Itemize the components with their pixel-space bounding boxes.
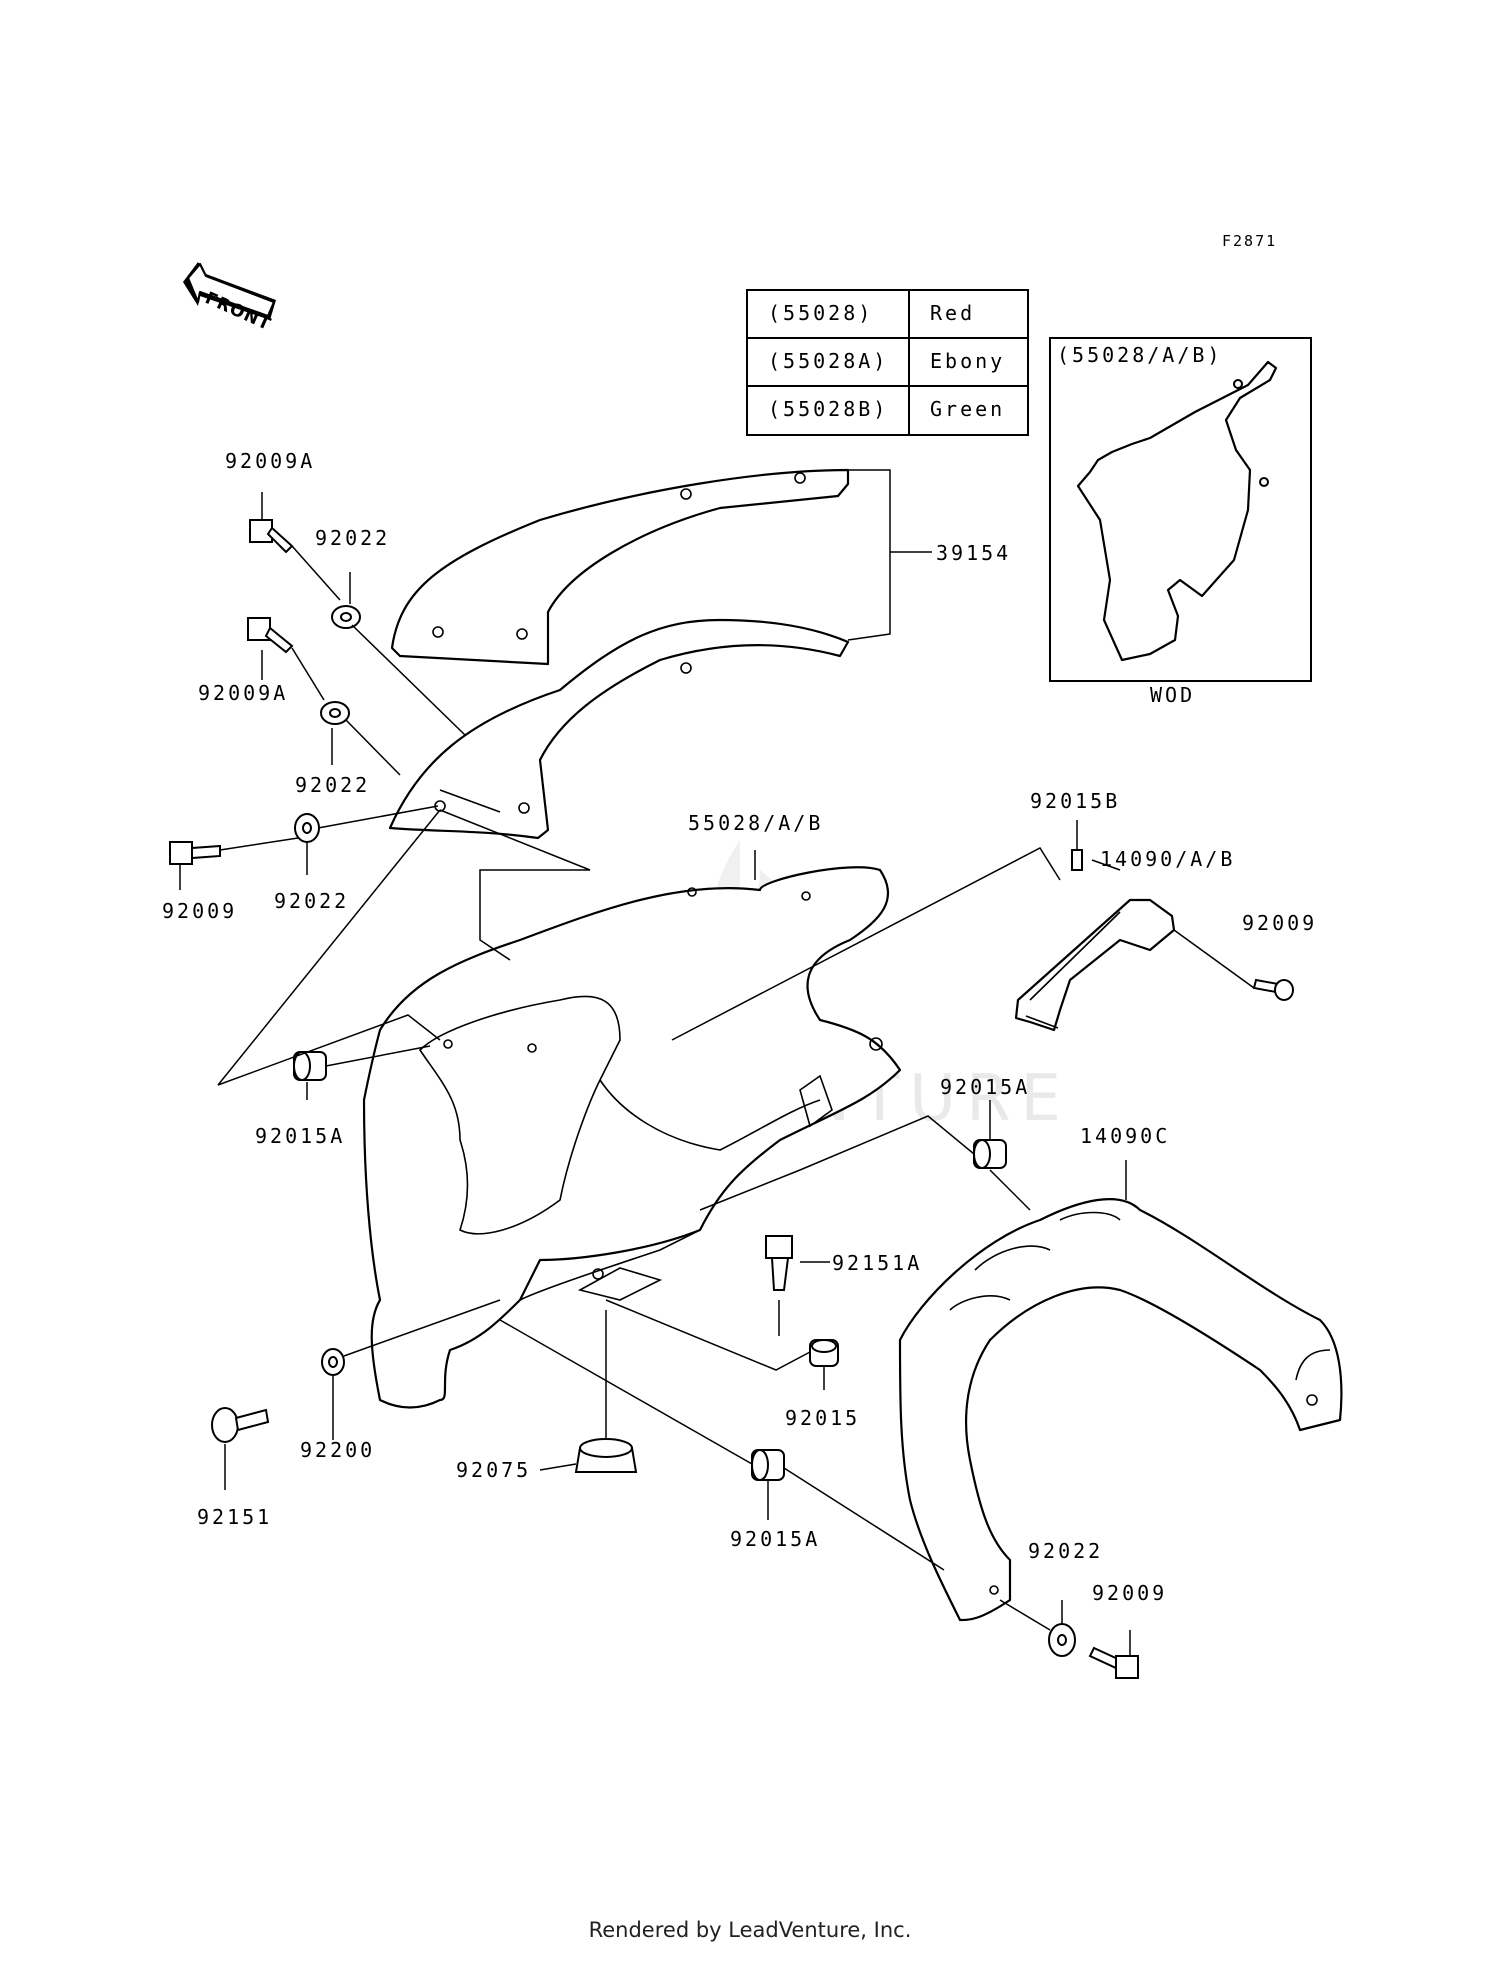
bolt-icon xyxy=(169,841,221,865)
callout-92022: 92022 xyxy=(274,889,349,913)
callout-92009: 92009 xyxy=(162,899,237,923)
bolt-icon xyxy=(1088,1646,1139,1679)
front-arrow-icon: FRONT xyxy=(183,262,276,335)
callout-92009A: 92009A xyxy=(198,681,288,705)
grab-handle-part xyxy=(898,1198,1343,1622)
washer-icon xyxy=(331,605,361,629)
color-table: (55028) Red (55028A) Ebony (55028B) Gree… xyxy=(746,289,1029,436)
bolt-icon xyxy=(211,1407,270,1443)
bolt-icon xyxy=(247,617,294,654)
washer-icon xyxy=(294,813,320,843)
callout-92151: 92151 xyxy=(197,1505,272,1529)
callout-92022: 92022 xyxy=(295,773,370,797)
washer-icon xyxy=(320,701,350,725)
color-table-color: Red xyxy=(930,301,975,325)
color-table-part: (55028) xyxy=(768,301,873,325)
grommet-icon xyxy=(293,1051,327,1081)
windshield-part xyxy=(390,468,850,666)
leader-lines xyxy=(179,492,1255,1656)
grommet-icon xyxy=(574,1438,638,1473)
cowling-part xyxy=(362,866,902,1409)
windscreen-lower-part xyxy=(388,618,850,840)
color-table-part: (55028B) xyxy=(768,397,888,421)
callout-92075: 92075 xyxy=(456,1458,531,1482)
inset-title: (55028/A/B) xyxy=(1057,343,1222,367)
callout-92022: 92022 xyxy=(1028,1539,1103,1563)
callout-92009A: 92009A xyxy=(225,449,315,473)
inset-panel: (55028/A/B) WOD xyxy=(1049,337,1312,707)
callout-55028-a-b: 55028/A/B xyxy=(688,811,823,835)
callout-labels: 92009A 92022 92009A 92022 92009 92022 39… xyxy=(162,449,1317,1605)
figure-id: F2871 xyxy=(1222,232,1277,250)
inset-caption: WOD xyxy=(1150,683,1195,707)
callout-92200: 92200 xyxy=(300,1438,375,1462)
grommet-icon xyxy=(809,1339,839,1367)
callout-92009: 92009 xyxy=(1092,1581,1167,1605)
footer-credit: Rendered by LeadVenture, Inc. xyxy=(588,1918,912,1942)
washer-icon xyxy=(1048,1623,1076,1657)
callout-92015: 92015 xyxy=(785,1406,860,1430)
washer-icon xyxy=(321,1348,345,1376)
bolt-icon xyxy=(249,519,294,554)
grommet-icon xyxy=(751,1449,785,1481)
color-table-color: Ebony xyxy=(930,349,1005,373)
callout-92015A: 92015A xyxy=(730,1527,820,1551)
callout-92022: 92022 xyxy=(315,526,390,550)
color-table-part: (55028A) xyxy=(768,349,888,373)
callout-92015A: 92015A xyxy=(940,1075,1030,1099)
bolt-icon xyxy=(765,1235,793,1291)
callout-14090-a-b: 14090/A/B xyxy=(1100,847,1235,871)
callout-92151A: 92151A xyxy=(832,1251,922,1275)
bracket-part xyxy=(1014,849,1176,1032)
leader-line xyxy=(847,469,891,641)
hardware-group xyxy=(169,519,1294,1679)
callout-39154: 39154 xyxy=(936,541,1011,565)
callout-92015A: 92015A xyxy=(255,1124,345,1148)
callout-92009: 92009 xyxy=(1242,911,1317,935)
bolt-icon xyxy=(1252,978,1294,1001)
grommet-icon xyxy=(973,1139,1007,1169)
color-table-color: Green xyxy=(930,397,1005,421)
callout-92015B: 92015B xyxy=(1030,789,1120,813)
callout-14090C: 14090C xyxy=(1080,1124,1170,1148)
